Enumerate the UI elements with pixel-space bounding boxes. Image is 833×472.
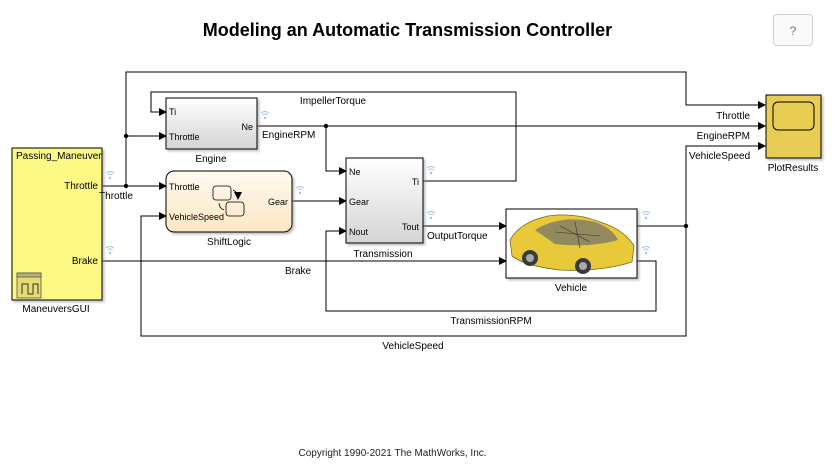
signal-logging-icon[interactable]: [426, 166, 436, 175]
signal-logging-icon[interactable]: [260, 111, 270, 120]
block-transmission[interactable]: Ne Gear Nout Ti Tout Transmission: [345, 157, 424, 260]
signal-logging-icon[interactable]: [641, 211, 651, 220]
port-ne: Ne: [349, 167, 361, 177]
block-name-vehicle: Vehicle: [555, 283, 588, 294]
branch-point: [323, 123, 329, 129]
port-tout: Tout: [402, 222, 420, 232]
help-button[interactable]: ?: [773, 14, 813, 46]
maneuvers-inner-label: Passing_Maneuver: [16, 151, 102, 162]
signal-logging-icon[interactable]: [426, 211, 436, 220]
wire-engine-rpm-to-transmission[interactable]: [325, 126, 347, 175]
block-maneuvers-gui[interactable]: Passing_Maneuver Throttle Brake Maneuver…: [11, 147, 103, 315]
port-throttle: Throttle: [169, 182, 200, 192]
wire-impeller-torque[interactable]: [150, 91, 517, 182]
signal-label-throttle[interactable]: Throttle: [99, 191, 133, 202]
branch-point: [123, 133, 129, 139]
wire-vehicle-speed-to-plot[interactable]: [685, 142, 766, 226]
signal-editor-icon: [16, 272, 42, 299]
port-brake: Brake: [72, 256, 99, 267]
port-ti: Ti: [412, 177, 419, 187]
stateflow-chart-icon: [212, 185, 245, 217]
signal-logging-icon[interactable]: [105, 246, 115, 255]
branch-point: [683, 223, 689, 229]
signal-label-engine-rpm[interactable]: EngineRPM: [262, 130, 315, 141]
port-gear: Gear: [349, 197, 369, 207]
signal-label-brake[interactable]: Brake: [285, 266, 312, 277]
port-vehiclespeed: VehicleSpeed: [169, 212, 224, 222]
block-name-transmission: Transmission: [353, 249, 412, 260]
car-image-icon: [509, 214, 635, 274]
wire-throttle-to-plot[interactable]: [125, 71, 766, 186]
transmission-block-body[interactable]: [345, 157, 424, 244]
scope-screen-icon: [772, 101, 815, 131]
signal-logging-icon[interactable]: [295, 186, 305, 195]
block-name-engine: Engine: [195, 154, 227, 165]
signal-lines: [102, 71, 766, 337]
wire-vehicle-speed-to-shiftlogic[interactable]: [140, 212, 687, 337]
port-gear: Gear: [268, 197, 288, 207]
port-throttle: Throttle: [169, 132, 200, 142]
block-plotresults[interactable]: PlotResults: [765, 94, 822, 174]
signal-label-impeller-torque[interactable]: ImpellerTorque: [300, 96, 367, 107]
branch-points: [123, 123, 689, 229]
signal-label-transmission-rpm[interactable]: TransmissionRPM: [450, 316, 531, 327]
port-throttle: Throttle: [64, 181, 98, 192]
copyright-footer: Copyright 1990-2021 The MathWorks, Inc.: [298, 448, 487, 459]
signal-logging-icon[interactable]: [641, 246, 651, 255]
engine-block-body[interactable]: [165, 97, 258, 150]
block-shiftlogic[interactable]: Throttle VehicleSpeed Gear ShiftLogic: [165, 170, 293, 248]
port-ne: Ne: [241, 122, 253, 132]
signal-label-plot-vehicle-speed[interactable]: VehicleSpeed: [689, 151, 750, 162]
port-nout: Nout: [349, 227, 369, 237]
shiftlogic-block-body[interactable]: [165, 170, 293, 233]
wire-transmission-rpm[interactable]: [325, 227, 657, 312]
signal-label-output-torque[interactable]: OutputTorque: [427, 231, 488, 242]
page-title: Modeling an Automatic Transmission Contr…: [202, 20, 613, 40]
block-vehicle[interactable]: Vehicle: [505, 208, 638, 294]
logging-icons: [105, 111, 651, 255]
block-engine[interactable]: Ti Throttle Ne Engine: [165, 97, 258, 165]
branch-point: [123, 183, 129, 189]
port-ti: Ti: [169, 107, 176, 117]
block-name-shiftlogic: ShiftLogic: [207, 237, 251, 248]
signal-label-plot-engine-rpm[interactable]: EngineRPM: [697, 131, 750, 142]
signal-label-plot-throttle[interactable]: Throttle: [716, 111, 750, 122]
signal-label-vehicle-speed[interactable]: VehicleSpeed: [382, 341, 443, 352]
block-name-plotresults: PlotResults: [768, 163, 819, 174]
signal-logging-icon[interactable]: [105, 171, 115, 180]
block-name-maneuvers: ManeuversGUI: [22, 304, 89, 315]
